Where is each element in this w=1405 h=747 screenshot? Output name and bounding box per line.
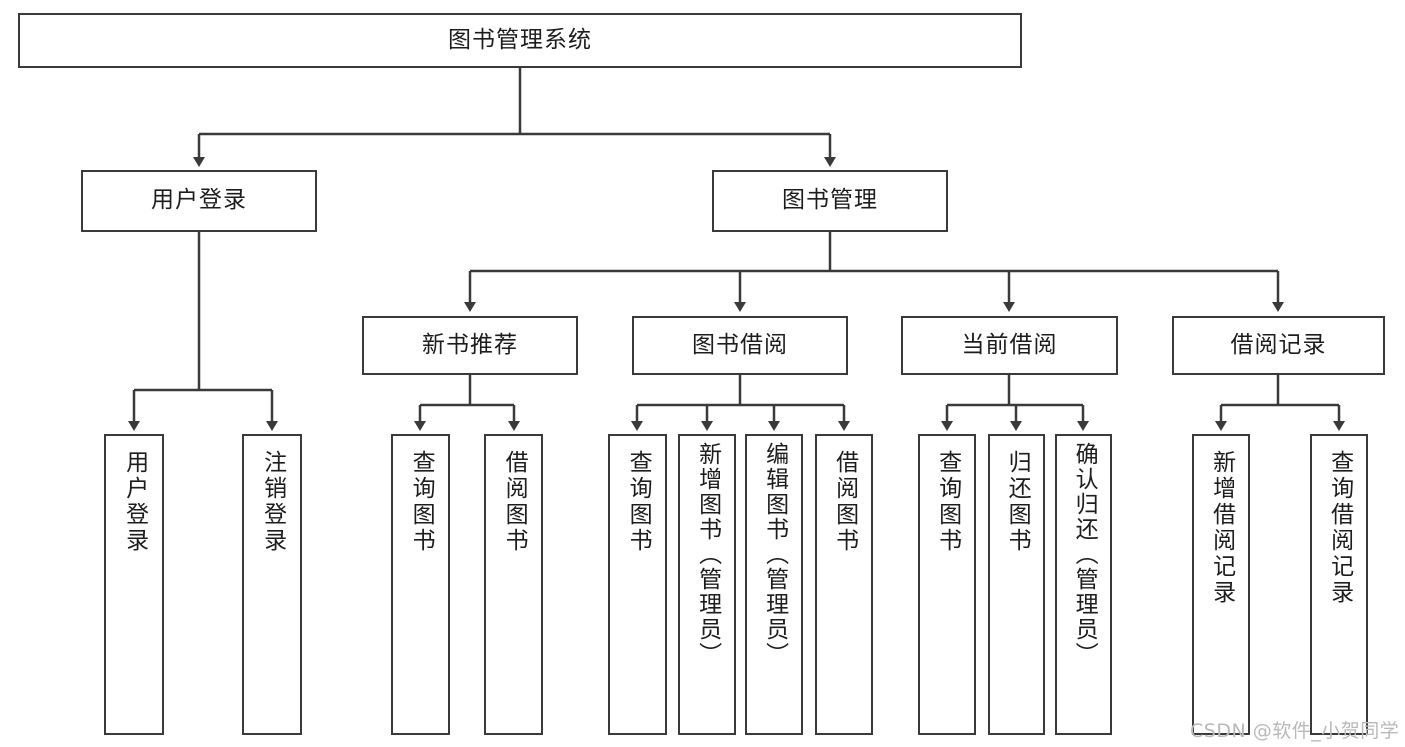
node-user-login[interactable]: 用户登录: [81, 170, 317, 232]
node-leaf-add-book[interactable]: 新增图书（管理员）: [678, 434, 736, 735]
node-book-borrow-label: 图书借阅: [692, 331, 788, 358]
node-new-book-recommend[interactable]: 新书推荐: [362, 316, 578, 375]
node-current-borrow-label: 当前借阅: [961, 331, 1058, 358]
node-borrow-record-label: 借阅记录: [1230, 331, 1327, 358]
node-leaf-query-book-1[interactable]: 查询图书: [391, 434, 450, 735]
node-leaf-query-record[interactable]: 查询借阅记录: [1310, 434, 1368, 735]
node-root[interactable]: 图书管理系统: [18, 13, 1022, 68]
edge-group-root: [193, 68, 836, 167]
node-leaf-add-record-label: 新增借阅记录: [1208, 450, 1235, 606]
node-leaf-query-book-3-label: 查询图书: [934, 450, 961, 554]
node-leaf-borrow-book-2[interactable]: 借阅图书: [815, 434, 873, 735]
node-leaf-query-book-1-label: 查询图书: [408, 450, 435, 554]
node-leaf-query-record-label: 查询借阅记录: [1326, 450, 1353, 606]
node-book-manage-label: 图书管理: [782, 187, 878, 214]
node-new-book-recommend-label: 新书推荐: [422, 331, 518, 358]
node-leaf-query-book-3[interactable]: 查询图书: [918, 434, 976, 735]
node-book-manage[interactable]: 图书管理: [712, 170, 948, 232]
edge-group-current-borrow: [941, 375, 1089, 431]
node-leaf-query-book-2[interactable]: 查询图书: [608, 434, 667, 735]
node-leaf-borrow-book-2-label: 借阅图书: [831, 450, 858, 554]
node-leaf-edit-book-label: 编辑图书（管理员）: [761, 442, 788, 667]
edge-group-borrow-record: [1215, 375, 1345, 431]
node-borrow-record[interactable]: 借阅记录: [1172, 316, 1385, 375]
node-leaf-add-book-label: 新增图书（管理员）: [694, 442, 721, 667]
node-current-borrow[interactable]: 当前借阅: [901, 316, 1118, 375]
edge-group-book-manage: [464, 232, 1284, 312]
node-leaf-logout[interactable]: 注销登录: [242, 434, 302, 735]
node-leaf-logout-label: 注销登录: [259, 450, 286, 554]
node-leaf-add-record[interactable]: 新增借阅记录: [1192, 434, 1250, 735]
node-user-login-label: 用户登录: [151, 187, 247, 214]
node-leaf-return-book[interactable]: 归还图书: [988, 434, 1045, 735]
node-book-borrow[interactable]: 图书借阅: [632, 316, 848, 375]
node-leaf-edit-book[interactable]: 编辑图书（管理员）: [745, 434, 803, 735]
node-leaf-query-book-2-label: 查询图书: [625, 450, 652, 554]
node-root-label: 图书管理系统: [448, 26, 592, 53]
node-leaf-borrow-book-1[interactable]: 借阅图书: [484, 434, 543, 735]
edge-group-new-book-recommend: [414, 375, 520, 431]
node-leaf-user-login-label: 用户登录: [121, 450, 148, 554]
node-leaf-confirm-return[interactable]: 确认归还（管理员）: [1055, 434, 1112, 735]
edge-group-book-borrow: [631, 375, 850, 431]
node-leaf-confirm-return-label: 确认归还（管理员）: [1071, 442, 1098, 667]
node-leaf-return-book-label: 归还图书: [1004, 450, 1031, 554]
edge-group-user-login: [128, 232, 278, 431]
csdn-watermark: CSDN @软件_小贺同学: [1190, 720, 1400, 742]
node-leaf-user-login[interactable]: 用户登录: [104, 434, 164, 735]
node-leaf-borrow-book-1-label: 借阅图书: [501, 450, 528, 554]
